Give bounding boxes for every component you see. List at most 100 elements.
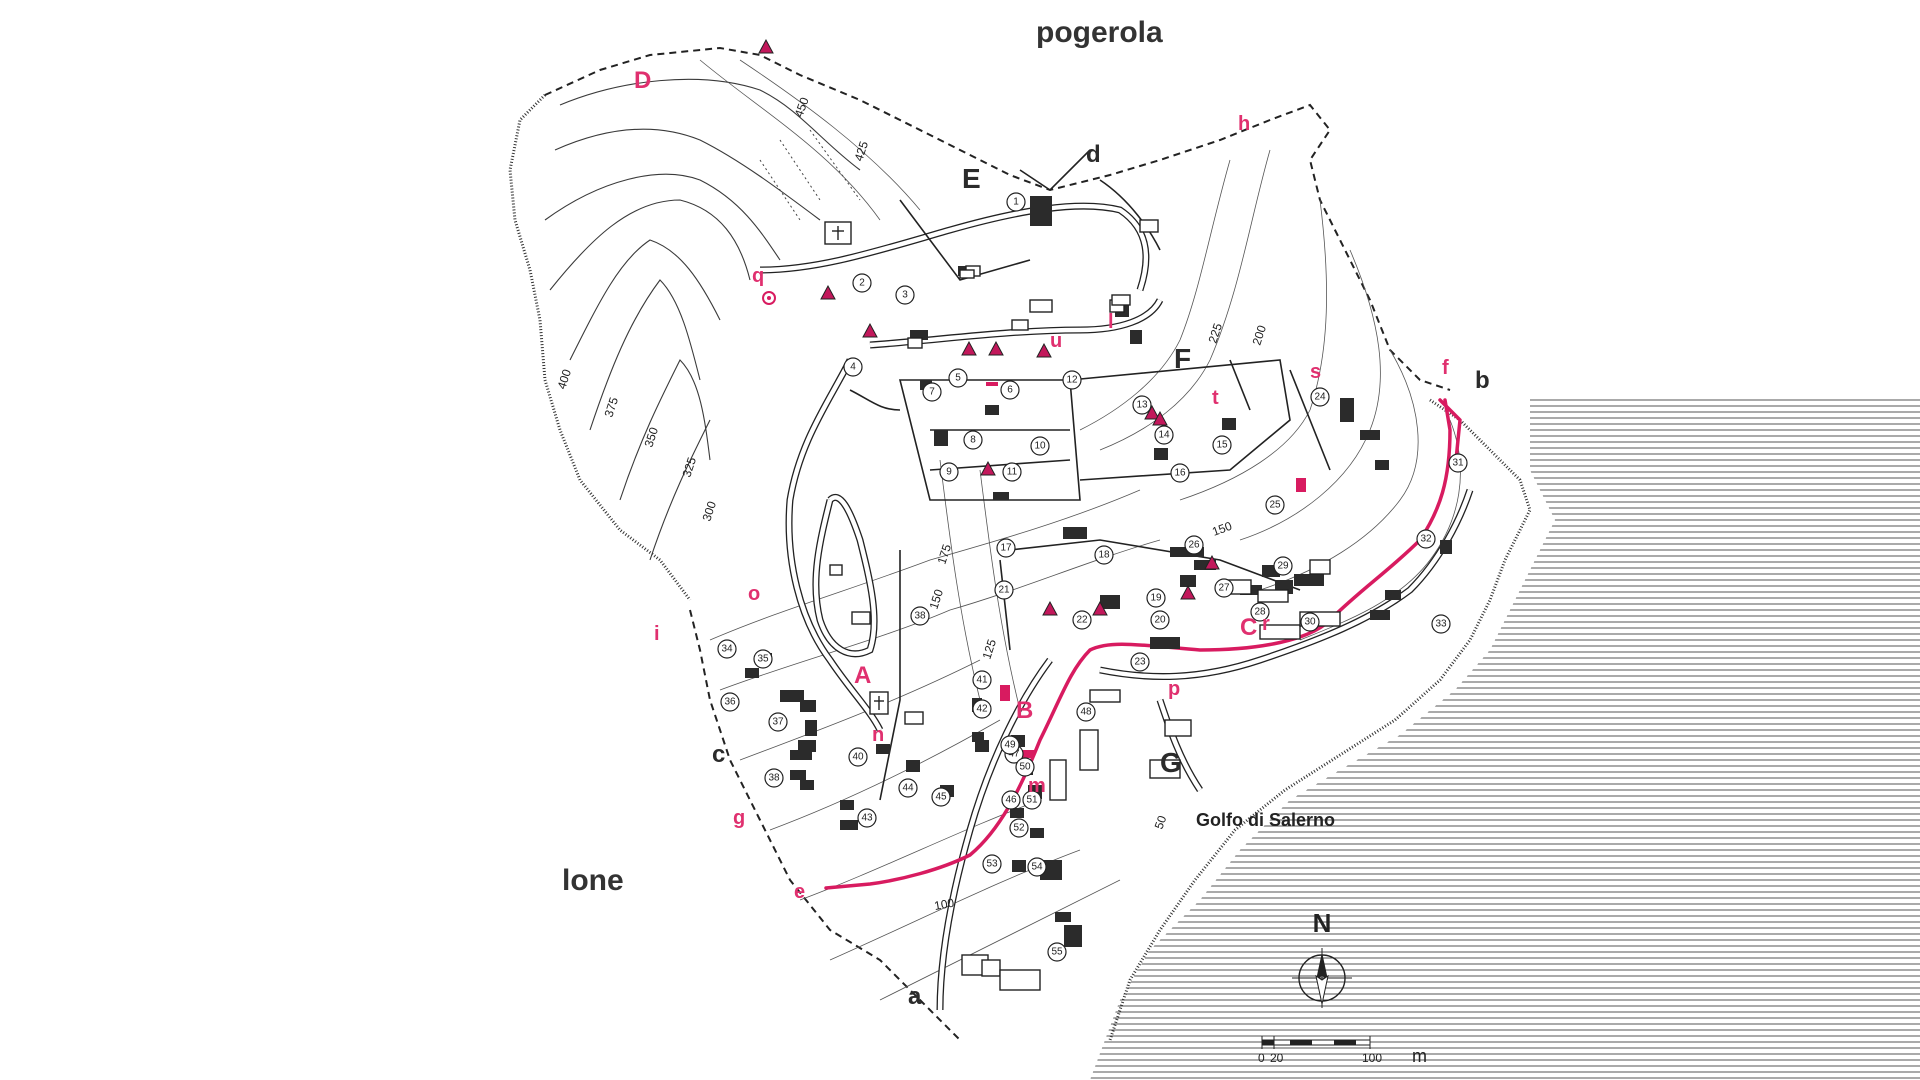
building	[934, 430, 948, 446]
parcel-circle	[898, 778, 918, 798]
parcel-circle	[1009, 818, 1029, 838]
parcel-number: 32	[1420, 534, 1432, 545]
elevation-label: 225	[1206, 321, 1226, 345]
parcel-number: 45	[935, 792, 947, 803]
parcel-marker: 1	[1006, 192, 1026, 212]
parcel-circle	[768, 712, 788, 732]
area-letter: t	[1212, 387, 1219, 409]
parcel-number: 17	[1000, 543, 1012, 554]
parcel-marker: 50	[1015, 757, 1035, 777]
parcel-circle	[753, 649, 773, 669]
parcel-number: 34	[721, 644, 733, 655]
building-outline	[851, 611, 871, 625]
parcel-number: 22	[1076, 615, 1088, 626]
parcel-marker: 10	[1030, 436, 1050, 456]
building	[985, 405, 999, 415]
triangle-marker-icon	[988, 340, 1004, 356]
parcel-circle	[852, 273, 872, 293]
parcel-number: 29	[1277, 561, 1289, 572]
area-letter: h	[1238, 113, 1250, 135]
parcel-number: 38	[914, 611, 926, 622]
coastline	[1108, 398, 1532, 1041]
building	[1294, 574, 1324, 586]
boundary-point: a	[908, 983, 922, 1010]
parcel-number: 27	[1218, 583, 1230, 594]
place-label-lone: lone	[562, 864, 624, 897]
parcel-circle	[1431, 614, 1451, 634]
parcel-circle	[922, 382, 942, 402]
building	[1370, 610, 1390, 620]
area-letter: l	[1108, 311, 1114, 333]
study-boundary-west	[689, 609, 961, 1041]
triangle-marker-icon	[1144, 404, 1160, 420]
triangle-marker-icon	[980, 460, 996, 476]
building	[1180, 575, 1196, 587]
triangle-marker-icon	[758, 38, 774, 54]
parcel-number: 14	[1158, 430, 1170, 441]
parcel-number: 31	[1452, 458, 1464, 469]
triangle-marker-icon	[820, 284, 836, 300]
parcel-circle	[1250, 602, 1270, 622]
parcel-circle	[1015, 757, 1035, 777]
building	[1154, 448, 1168, 460]
parcel-markers: 1234567891011121314151617181920212223242…	[717, 192, 1468, 962]
parcel-number: 26	[1188, 540, 1200, 551]
elevation-label: 400	[555, 367, 575, 391]
buildings	[745, 196, 1452, 991]
parcel-number: 1	[1013, 197, 1019, 208]
area-letter: p	[1168, 678, 1180, 700]
contours-west	[544, 78, 861, 561]
area-label-pink: D	[634, 67, 651, 94]
parcel-circle	[1047, 942, 1067, 962]
boundary-point: c	[712, 741, 725, 768]
parcel-circle	[1300, 612, 1320, 632]
parcel-number: 53	[986, 859, 998, 870]
parcel-marker: 53	[982, 854, 1002, 874]
building	[1100, 595, 1120, 609]
parcel-marker: 29	[1273, 556, 1293, 576]
parcel-number: 12	[1066, 375, 1078, 386]
parcel-marker: 21	[994, 580, 1014, 600]
parcel-number: 24	[1314, 392, 1326, 403]
parcel-number: 44	[902, 783, 914, 794]
parcel-circle	[1212, 435, 1232, 455]
scale-tick-0: 0	[1258, 1051, 1265, 1065]
building-highlight	[1000, 685, 1010, 701]
building-outline	[904, 711, 924, 725]
parcel-number: 8	[970, 435, 976, 446]
building	[972, 732, 984, 742]
parcel-marker: 14	[1154, 425, 1174, 445]
parcel-number: 51	[1026, 795, 1038, 806]
triangle-marker-icon	[1204, 554, 1220, 570]
parcel-number: 5	[955, 373, 961, 384]
area-letter: q	[752, 265, 764, 287]
parcel-number: 55	[1051, 947, 1063, 958]
parcel-marker: 15	[1212, 435, 1232, 455]
building-outline	[1149, 759, 1181, 779]
parcel-number: 25	[1269, 500, 1281, 511]
area-letter: e	[794, 881, 805, 903]
parcel-marker: 33	[1431, 614, 1451, 634]
building	[1030, 196, 1052, 226]
parcel-circle	[1448, 453, 1468, 473]
parcel-number: 35	[757, 654, 769, 665]
study-boundary	[544, 46, 1451, 391]
building	[800, 700, 816, 712]
building	[790, 750, 812, 760]
parcel-marker: 42	[972, 699, 992, 719]
parcel-marker: 18	[1094, 545, 1114, 565]
cross-icon-a	[869, 691, 889, 715]
parcel-marker: 51	[1022, 790, 1042, 810]
parcel-marker: 45	[931, 787, 951, 807]
parcel-circle	[1214, 578, 1234, 598]
parcel-marker: 30	[1300, 612, 1320, 632]
parcel-circle	[895, 285, 915, 305]
elevation-label: 450	[792, 95, 812, 119]
parcel-number: 42	[976, 704, 988, 715]
walking-route-east	[1438, 398, 1462, 472]
parcel-marker: 43	[857, 808, 877, 828]
parcel-circle	[1002, 462, 1022, 482]
building-highlight	[1022, 750, 1034, 758]
elevation-label: 350	[642, 425, 662, 449]
